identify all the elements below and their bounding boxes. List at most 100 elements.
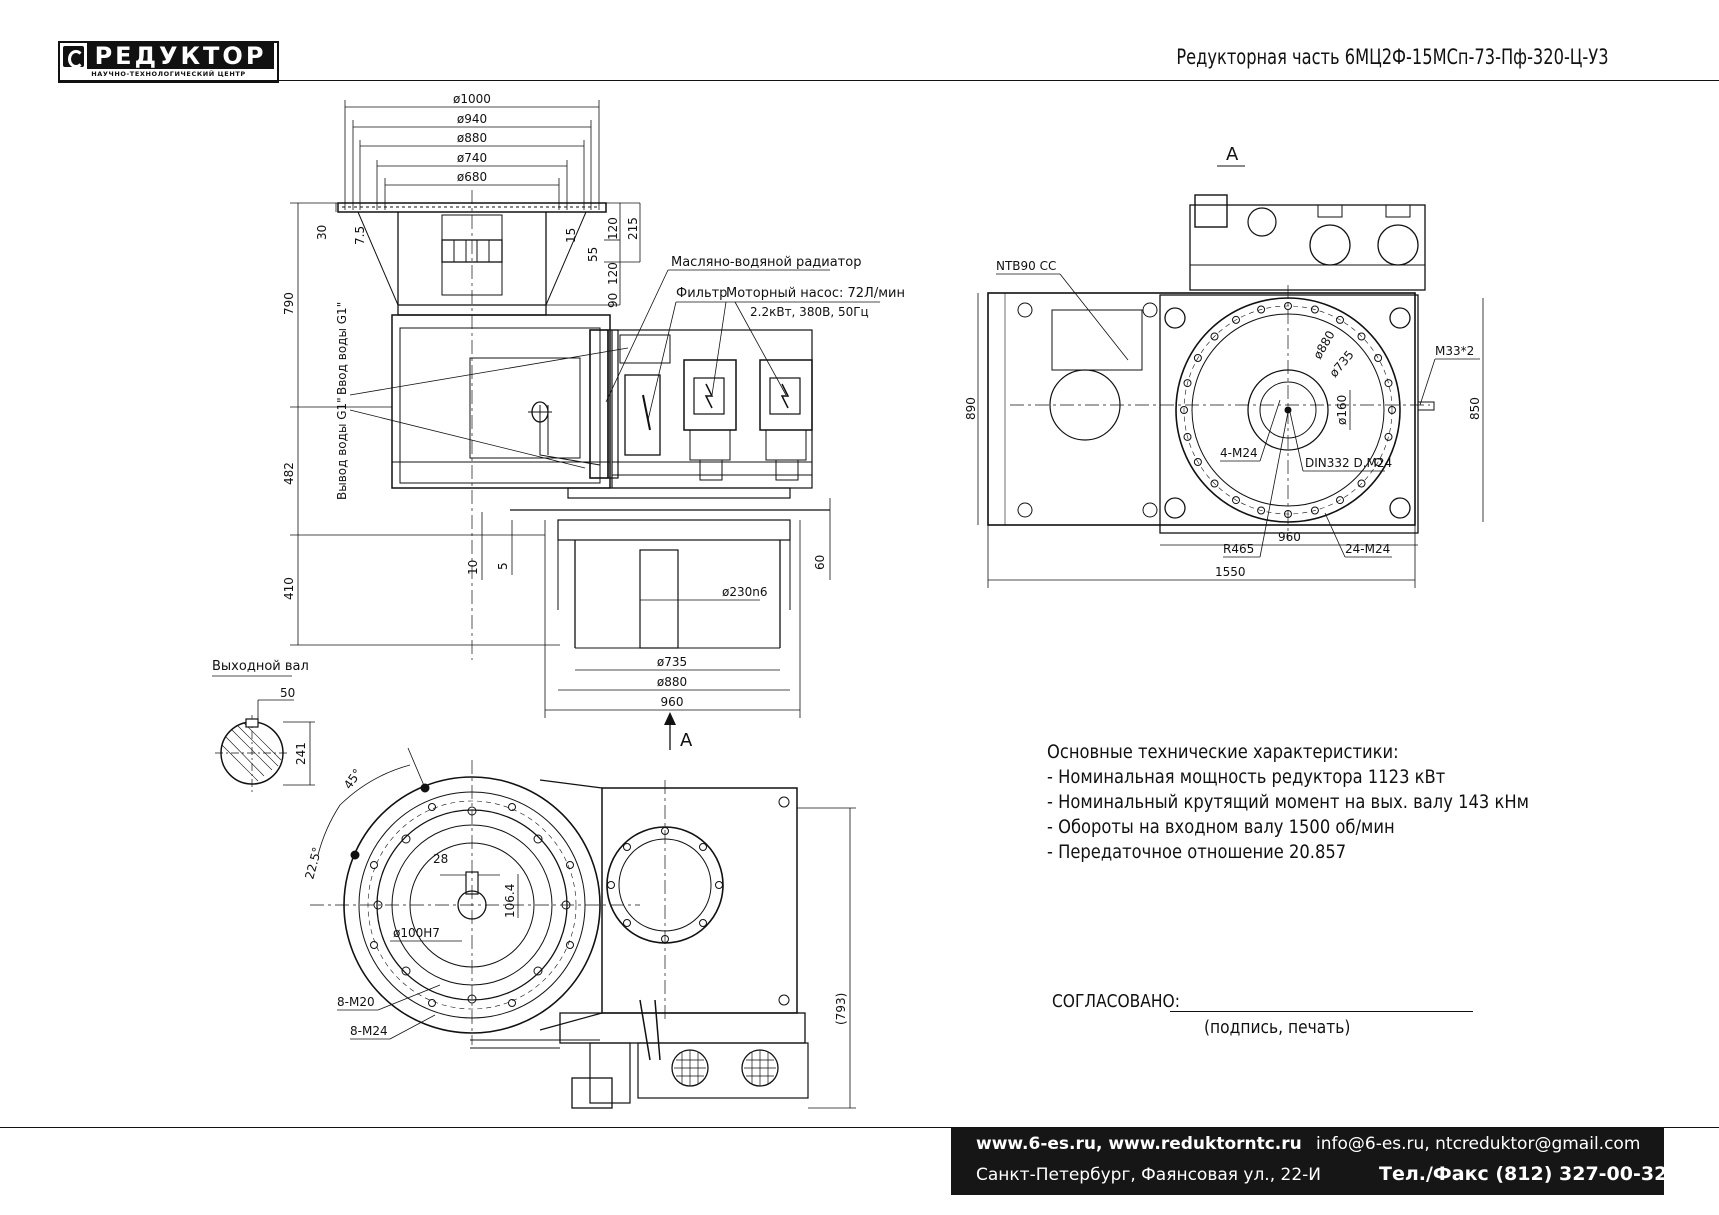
- dim-60: 60: [813, 555, 827, 570]
- flange-bolt-hole: [1284, 302, 1292, 310]
- label-din: DIN332 D.M24: [1305, 456, 1392, 470]
- signature-line: [1170, 1011, 1473, 1012]
- flange-bolt-hole: [1183, 432, 1192, 441]
- label-d735-a: ø735: [1327, 348, 1357, 380]
- spec-item: - Передаточное отношение 20.857: [1047, 841, 1347, 863]
- header-divider: [58, 80, 1719, 81]
- specs-heading: Основные технические характеристики:: [1047, 741, 1399, 763]
- dim-30: 30: [315, 225, 329, 240]
- signature-hint: (подпись, печать): [1204, 1017, 1351, 1038]
- dim-7-5: 7.5: [353, 226, 367, 245]
- label-ntb: NTB90 CC: [996, 259, 1056, 273]
- flange-bolt-hole: [1336, 315, 1344, 324]
- flange-bolt-hole: [1257, 305, 1266, 314]
- front-view: ø1000 ø940 ø880 ø740 ø680: [282, 92, 905, 751]
- flange-bolt-hole: [1180, 406, 1188, 414]
- label-r465: R465: [1223, 542, 1254, 556]
- footer-emails[interactable]: info@6-es.ru, ntcreduktor@gmail.com: [1316, 1134, 1641, 1154]
- dim-d735-bottom: ø735: [657, 655, 687, 669]
- label-filter: Фильтр: [676, 286, 727, 301]
- label-4m24: 4-M24: [1220, 446, 1258, 460]
- flange-bolt-hole: [1336, 496, 1344, 505]
- flange-bolt-hole: [1374, 354, 1383, 362]
- label-d880-a: ø880: [1310, 328, 1337, 361]
- plan-dim-106: 106.4: [503, 884, 517, 918]
- dim-d680: ø680: [457, 170, 487, 184]
- label-24m24: 24-M24: [1345, 542, 1390, 556]
- label-d160: ø160: [1335, 395, 1349, 425]
- dim-215: 215: [626, 217, 640, 240]
- contact-footer: www.6-es.ru, www.reduktorntc.ru info@6-e…: [951, 1128, 1668, 1195]
- dim-d880-bottom: ø880: [657, 675, 687, 689]
- label-m33: M33*2: [1435, 344, 1474, 358]
- spec-item: - Обороты на входном валу 1500 об/мин: [1047, 816, 1395, 838]
- technical-specs: Основные технические характеристики: - Н…: [1047, 740, 1529, 865]
- company-logo: РЕДУКТОР НАУЧНО-ТЕХНОЛОГИЧЕСКИЙ ЦЕНТР: [58, 41, 279, 83]
- dim-1550: 1550: [1215, 565, 1246, 579]
- dim-410: 410: [282, 577, 296, 600]
- label-water-in: Ввод воды G1": [335, 302, 349, 395]
- dim-90: 90: [606, 293, 620, 308]
- flange-bolt-hole: [1384, 379, 1393, 388]
- dim-d740: ø740: [457, 151, 487, 165]
- flange-bolt-hole: [1257, 506, 1266, 515]
- shaft-dim-241: 241: [294, 742, 308, 765]
- label-radiator: Масляно-водяной радиатор: [671, 255, 861, 270]
- dim-10: 10: [466, 560, 480, 575]
- dim-960-bottom: 960: [661, 695, 684, 709]
- dim-d880: ø880: [457, 131, 487, 145]
- plan-dim-28: 28: [433, 852, 448, 866]
- flange-bolt-hole: [1232, 496, 1240, 505]
- label-pump: Моторный насос: 72Л/мин: [726, 286, 905, 301]
- flange-bolt-hole: [1232, 315, 1240, 324]
- dim-890: 890: [964, 397, 978, 420]
- dim-d1000: ø1000: [453, 92, 491, 106]
- shaft-section: Выходной вал 50 241: [212, 659, 315, 792]
- dim-d940: ø940: [457, 112, 487, 126]
- flange-bolt-hole: [1374, 458, 1383, 466]
- spec-item: - Номинальный крутящий момент на вых. ва…: [1047, 791, 1529, 813]
- view-a: А NTB90 CC M33*2: [964, 144, 1484, 588]
- dim-960-a: 960: [1278, 530, 1301, 544]
- flange-bolt-hole: [1193, 354, 1202, 362]
- plan-bore: ø100H7: [393, 926, 440, 940]
- plan-dim-793: (793): [834, 993, 848, 1025]
- plan-view: 28 106.4 ø100H7 45° 22.5° 8-M20 8-M24: [302, 747, 856, 1109]
- dim-482: 482: [282, 462, 296, 485]
- flange-bolt-hole: [1310, 305, 1319, 314]
- footer-phone: Тел./Факс (812) 327-00-32: [1379, 1163, 1668, 1185]
- flange-bolt-hole: [1183, 379, 1192, 388]
- plan-holes-m24: 8-M24: [350, 1024, 388, 1038]
- logo-subtitle: НАУЧНО-ТЕХНОЛОГИЧЕСКИЙ ЦЕНТР: [91, 70, 246, 78]
- flange-bolt-hole: [1357, 332, 1366, 341]
- dim-120-b: 120: [606, 262, 620, 285]
- document-title: Редукторная часть 6МЦ2Ф-15МСп-73-Пф-320-…: [1176, 45, 1609, 69]
- plan-holes-m20: 8-M20: [337, 995, 375, 1009]
- dim-790: 790: [282, 292, 296, 315]
- plan-angle-22: 22.5°: [302, 846, 324, 881]
- footer-address: Санкт-Петербург, Фаянсовая ул., 22-И: [976, 1165, 1322, 1185]
- footer-websites[interactable]: www.6-es.ru, www.reduktorntc.ru: [976, 1134, 1302, 1154]
- logo-c-icon: [63, 46, 84, 68]
- flange-bolt-hole: [1310, 506, 1319, 515]
- label-water-out: Вывод воды G1": [335, 397, 349, 500]
- dim-120-a: 120: [606, 217, 620, 240]
- shaft-title: Выходной вал: [212, 659, 309, 674]
- dim-5: 5: [496, 562, 510, 570]
- dim-55: 55: [586, 247, 600, 262]
- flange-bolt-hole: [1357, 479, 1366, 488]
- spec-item: - Номинальная мощность редуктора 1123 кВ…: [1047, 766, 1446, 788]
- approval-label: СОГЛАСОВАНО:: [1052, 991, 1180, 1012]
- flange-bolt-hole: [1210, 479, 1219, 488]
- footer-divider: [0, 1127, 1719, 1128]
- flange-bolt-hole: [1210, 332, 1219, 341]
- label-pump-spec: 2.2кВт, 380В, 50Гц: [750, 305, 869, 319]
- view-a-mark: А: [1226, 144, 1239, 165]
- dim-850: 850: [1468, 397, 1482, 420]
- dim-d230: ø230n6: [722, 585, 768, 599]
- flange-bolt-hole: [1284, 510, 1292, 518]
- dim-15: 15: [564, 228, 578, 243]
- logo-text: РЕДУКТОР: [87, 43, 274, 70]
- flange-bolt-hole: [1193, 458, 1202, 466]
